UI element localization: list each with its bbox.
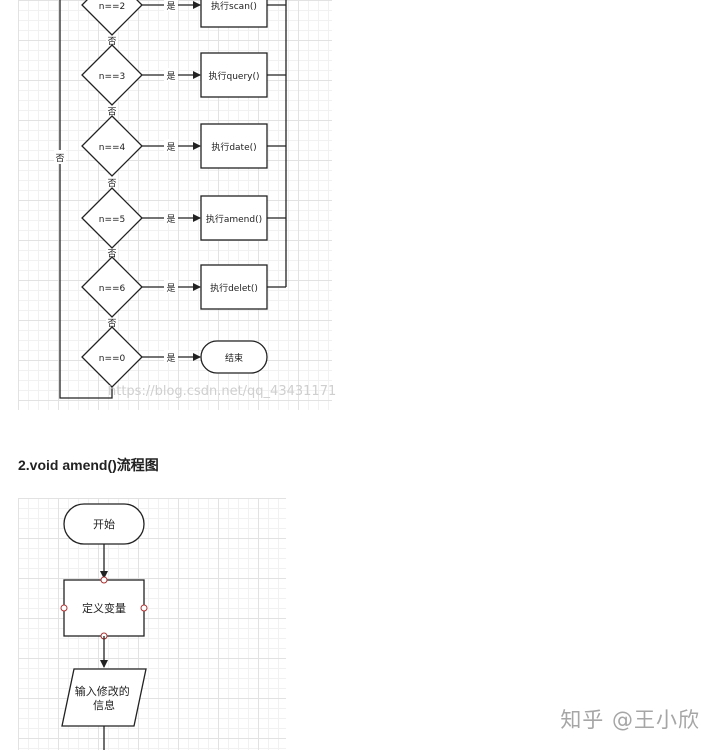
yes-label-bg-1 <box>164 0 178 11</box>
action-label-5: 执行delet() <box>210 282 258 294</box>
decision-label-5: n==6 <box>99 284 126 294</box>
no-label-bg-3 <box>106 175 118 188</box>
action-node-3 <box>200 123 268 169</box>
decision-label-2: n==3 <box>99 72 126 82</box>
csdn-watermark: https://blog.csdn.net/qq_43431171 <box>108 384 337 399</box>
input-label-line-1: 输入修改的 <box>75 684 130 698</box>
yes-label-1: 是 <box>166 1 175 12</box>
no-label-bg-1 <box>106 33 118 46</box>
no-label-4: 否 <box>107 249 116 260</box>
decision-node-3 <box>81 115 143 177</box>
no-label-5: 否 <box>107 318 116 329</box>
define-variables-label: 定义变量 <box>82 601 126 615</box>
decision-node-1 <box>81 0 143 36</box>
no-label-3: 否 <box>107 178 116 189</box>
input-node <box>61 668 147 727</box>
yes-label-5: 是 <box>166 283 175 294</box>
connector-point-right <box>140 604 148 612</box>
no-label-bg-2 <box>106 103 118 117</box>
flowchart-amend-panel: 开始 定义变量 输入修改的 信息 <box>18 498 286 750</box>
input-label: 输入修改的 信息 <box>75 684 134 712</box>
connector-point-top <box>100 576 108 584</box>
section-heading: 2.void amend()流程图 <box>18 457 159 473</box>
decision-node-2 <box>81 44 143 106</box>
decision-label-6: n==0 <box>99 354 126 364</box>
loop-label-bg <box>54 150 66 164</box>
no-label-2: 否 <box>107 107 116 118</box>
site-watermark: 知乎 @王小欣 <box>560 708 700 732</box>
yes-label-6: 是 <box>166 353 175 364</box>
decision-label-1: n==2 <box>99 2 126 12</box>
no-label-1: 否 <box>107 36 116 47</box>
yes-label-3: 是 <box>166 142 175 153</box>
no-label-bg-5 <box>106 315 118 328</box>
start-label: 开始 <box>93 517 115 531</box>
action-node-4 <box>200 195 268 241</box>
loop-back-line <box>59 0 113 399</box>
define-variables-node <box>63 579 145 637</box>
yes-label-4: 是 <box>166 214 175 225</box>
yes-label-bg-5 <box>164 280 178 293</box>
decision-node-4 <box>81 187 143 249</box>
yes-label-bg-4 <box>164 211 178 224</box>
connector-point-left <box>60 604 68 612</box>
action-label-4: 执行amend() <box>206 213 262 225</box>
decision-label-3: n==4 <box>99 143 126 153</box>
action-label-1: 执行scan() <box>211 0 257 12</box>
end-node <box>200 340 268 374</box>
action-node-5 <box>200 264 268 310</box>
decision-label-4: n==5 <box>99 215 126 225</box>
yes-label-bg-3 <box>164 139 178 152</box>
action-label-2: 执行query() <box>208 70 259 82</box>
flowchart-amend: 开始 定义变量 输入修改的 信息 <box>60 503 148 750</box>
yes-label-2: 是 <box>166 71 175 82</box>
end-label: 结束 <box>225 352 243 364</box>
yes-label-bg-6 <box>164 350 178 363</box>
loop-label: 否 <box>55 153 64 164</box>
decision-node-5 <box>81 256 143 318</box>
action-label-3: 执行date() <box>211 141 256 153</box>
decision-node-6 <box>81 326 143 388</box>
yes-label-bg-2 <box>164 68 178 81</box>
no-label-bg-4 <box>106 245 118 259</box>
input-label-line-2: 信息 <box>93 698 115 712</box>
